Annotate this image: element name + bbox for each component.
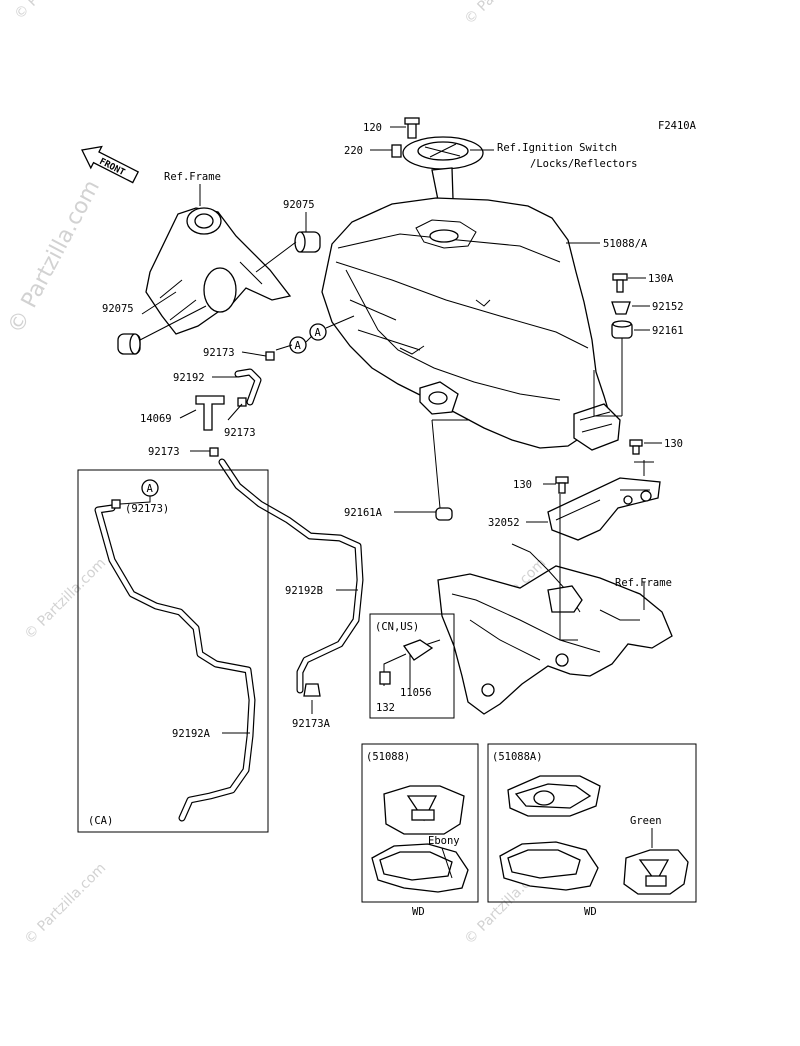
watermark: © Partzilla.com	[12, 0, 100, 23]
label-ref-frame-bottom: Ref.Frame	[615, 577, 672, 589]
label-ignition-ref: Ref.Ignition Switch	[497, 142, 617, 154]
bolt-130-mid	[555, 476, 569, 494]
diagram-code: F2410A	[658, 120, 697, 132]
label-92075-top: 92075	[283, 199, 315, 211]
label-92161a: 92161A	[344, 507, 383, 519]
tank-side-view-51088: Ninja	[371, 843, 469, 893]
label-ref-frame-top: Ref.Frame	[164, 171, 221, 183]
bolt-130	[629, 439, 643, 455]
label-220: 220	[344, 145, 363, 157]
part-labels: 120 220 Ref.Ignition Switch /Locks/Refle…	[88, 122, 684, 918]
ninja-logo-icon: Ninja	[399, 863, 422, 872]
watermark: © Partzilla.com	[22, 555, 110, 643]
screw-132	[379, 671, 391, 685]
svg-text:A: A	[147, 483, 154, 495]
tee-14069	[195, 395, 225, 431]
label-51088a: 51088/A	[603, 238, 648, 250]
bracket-32052	[547, 477, 661, 541]
rear-frame	[437, 543, 673, 715]
label-92173-3: 92173	[148, 446, 180, 458]
tank-side-view-51088a-top	[507, 775, 601, 817]
callout-a-3: A	[141, 479, 159, 497]
label-92161: 92161	[652, 325, 684, 337]
label-92075-left: 92075	[102, 303, 134, 315]
tank-side-view-51088a: Ninja	[499, 841, 599, 891]
hose-92192a	[94, 504, 256, 822]
label-132: 132	[376, 702, 395, 714]
grommet-92075-top	[294, 231, 321, 253]
label-92173-2: 92173	[224, 427, 256, 439]
label-ca: (CA)	[88, 815, 113, 827]
leader-lines	[119, 126, 662, 734]
label-92192a: 92192A	[172, 728, 211, 740]
label-wd-2: WD	[584, 906, 597, 918]
clip-11056	[402, 639, 434, 661]
label-ebony: Ebony	[428, 835, 460, 847]
watermark: © Partzilla.com	[22, 860, 110, 948]
front-frame-bracket	[145, 207, 292, 335]
ebony-leader	[441, 847, 453, 879]
svg-text:A: A	[315, 327, 322, 339]
label-green: Green	[630, 815, 662, 827]
label-92173-paren: (92173)	[125, 503, 169, 515]
label-92173-1: 92173	[203, 347, 235, 359]
label-box-51088: (51088)	[366, 751, 410, 763]
callout-a-1: A	[289, 336, 307, 354]
bolt-130a	[612, 273, 628, 293]
label-92192b: 92192B	[285, 585, 323, 597]
box-51088	[361, 743, 479, 903]
tank-top-view-51088a	[623, 849, 689, 895]
hose-92192b	[218, 458, 364, 694]
label-130a: 130A	[648, 273, 674, 285]
cn-us-variant-box	[369, 613, 455, 719]
fuel-tank-51088	[321, 197, 621, 451]
ca-variant-box	[77, 469, 269, 833]
label-130-mid: 130	[513, 479, 532, 491]
label-92173a: 92173A	[292, 718, 331, 730]
label-92192: 92192	[173, 372, 205, 384]
label-wd-1: WD	[412, 906, 425, 918]
grommet-92075-left	[117, 333, 141, 355]
label-130-right: 130	[664, 438, 683, 450]
collar-92152	[611, 301, 631, 315]
label-120: 120	[363, 122, 382, 134]
bolt-120	[404, 117, 420, 139]
screw-220	[391, 144, 402, 158]
label-ignition-ref-2: /Locks/Reflectors	[530, 158, 637, 170]
ninja-logo-icon: Ninja	[527, 861, 550, 870]
box-51088a	[487, 743, 697, 903]
svg-text:A: A	[295, 340, 302, 352]
tank-top-view-51088	[383, 785, 465, 835]
grommet-92161a	[435, 507, 453, 521]
label-32052: 32052	[488, 517, 520, 529]
label-box-51088a: (51088A)	[492, 751, 543, 763]
front-arrow-icon: FRONT	[81, 145, 140, 184]
label-cn-us: (CN,US)	[375, 621, 419, 633]
watermark-large: © Partzilla.com	[3, 176, 105, 338]
watermark: © Partzilla.com	[462, 0, 550, 28]
label-92152: 92152	[652, 301, 684, 313]
callout-a-2: A	[309, 323, 327, 341]
grommet-92161	[611, 320, 633, 339]
label-14069: 14069	[140, 413, 172, 425]
label-11056: 11056	[400, 687, 432, 699]
hose-92192	[234, 368, 262, 406]
clamp-icons	[111, 351, 321, 697]
